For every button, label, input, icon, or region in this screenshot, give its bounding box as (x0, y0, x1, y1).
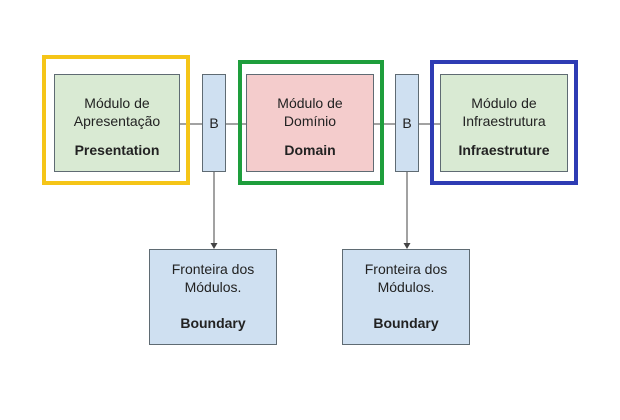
connector-b-right-label: B (402, 115, 412, 131)
domain-module-sub: Domain (284, 142, 336, 158)
boundary-box-2-label: Fronteira dos Módulos. (364, 261, 448, 295)
infrastructure-highlight-frame (430, 60, 578, 185)
domain-module: Módulo de Domínio Domain (246, 74, 374, 172)
boundary-box-2: Fronteira dos Módulos. Boundary (342, 249, 470, 345)
connector-b-right: B (395, 74, 419, 172)
presentation-module-label: Módulo de Apresentação (73, 95, 161, 129)
boundary-box-1: Fronteira dos Módulos. Boundary (149, 249, 277, 345)
presentation-module-sub: Presentation (74, 142, 160, 158)
infrastructure-module-label: Módulo de Infraestrutura (462, 95, 546, 129)
boundary-box-1-sub: Boundary (180, 315, 246, 331)
infrastructure-module-sub: Infraestruture (458, 142, 550, 158)
presentation-highlight-frame (42, 55, 190, 185)
domain-highlight-frame (238, 60, 384, 185)
connector-b-left: B (202, 74, 226, 172)
boundary-box-2-sub: Boundary (373, 315, 439, 331)
presentation-module: Módulo de Apresentação Presentation (54, 74, 180, 172)
boundary-box-1-label: Fronteira dos Módulos. (171, 261, 255, 295)
arrowhead-boundary-2 (403, 243, 411, 249)
infrastructure-module: Módulo de Infraestrutura Infraestruture (440, 74, 568, 172)
connector-b-left-label: B (209, 115, 219, 131)
arrowhead-boundary-1 (210, 243, 218, 249)
domain-module-label: Módulo de Domínio (277, 95, 343, 129)
